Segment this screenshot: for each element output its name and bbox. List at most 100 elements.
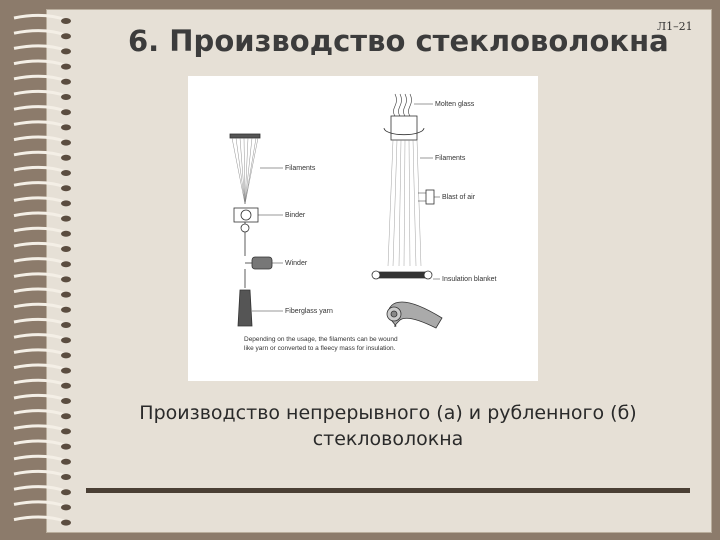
figure-caption: Производство непрерывного (а) и рубленно… xyxy=(98,400,678,452)
binding-ring xyxy=(13,348,67,356)
diagram-note-line-1: Depending on the usage, the filaments ca… xyxy=(244,336,398,343)
binding-ring xyxy=(13,165,67,174)
binding-hole xyxy=(61,124,71,131)
binding-hole xyxy=(61,519,71,526)
binding-ring xyxy=(13,485,67,493)
binding-ring xyxy=(13,317,67,326)
binding-hole xyxy=(61,261,71,268)
binding-ring xyxy=(13,135,67,144)
binding-ring xyxy=(13,393,67,402)
binding-ring xyxy=(13,196,67,204)
binding-hole xyxy=(61,170,71,176)
binding-hole xyxy=(61,109,71,116)
binding-hole xyxy=(61,322,71,328)
label-molten-glass: Molten glass xyxy=(435,101,475,108)
binding-hole xyxy=(61,382,71,389)
slide-title: 6. Производство стекловолокна xyxy=(128,24,669,58)
molten-glass-streams xyxy=(393,93,412,117)
conveyor xyxy=(372,271,432,279)
binding-ring xyxy=(13,59,67,68)
binding-hole xyxy=(61,48,71,55)
binding-hole xyxy=(61,18,71,24)
caption-line-1: Производство непрерывного (а) и рубленно… xyxy=(139,402,637,424)
binding-hole xyxy=(61,337,71,344)
binding-hole xyxy=(61,474,71,480)
binding-hole xyxy=(61,200,71,207)
binding-ring xyxy=(13,363,67,372)
binding-hole xyxy=(61,276,71,283)
filament-fan xyxy=(231,137,259,205)
binding-ring xyxy=(13,74,67,83)
binding-hole xyxy=(61,443,71,450)
binding-ring xyxy=(13,302,67,311)
caption-line-2: стекловолокна xyxy=(312,428,464,450)
bushing xyxy=(229,133,261,139)
binding-hole xyxy=(61,230,71,237)
binding-hole xyxy=(61,185,71,192)
binding-ring xyxy=(13,439,67,448)
binding-ring xyxy=(13,89,67,98)
binding-hole xyxy=(61,215,71,222)
label-binder: Binder xyxy=(285,212,306,219)
label-filaments-left: Filaments xyxy=(285,165,316,172)
binding-hole xyxy=(61,306,71,313)
bottom-rule xyxy=(86,488,690,493)
binding-hole xyxy=(61,139,71,146)
binding-ring xyxy=(13,13,67,22)
binding-ring xyxy=(13,120,67,128)
binding-hole xyxy=(61,398,71,404)
slide-number: Л1–21 xyxy=(657,20,693,33)
winder xyxy=(251,256,273,270)
spinner xyxy=(390,115,418,141)
binding-ring xyxy=(13,181,67,189)
label-blast-of-air: Blast of air xyxy=(442,194,476,201)
binding-hole xyxy=(61,504,71,511)
binding-hole xyxy=(61,78,71,85)
binding-ring xyxy=(13,272,67,280)
binding-ring xyxy=(13,150,67,159)
binding-hole xyxy=(61,352,71,359)
binding-ring xyxy=(13,287,67,296)
binding-hole xyxy=(61,367,71,374)
binding-ring xyxy=(13,226,67,235)
spiral-binding xyxy=(13,13,71,526)
label-insulation-blanket: Insulation blanket xyxy=(442,276,497,283)
binding-ring xyxy=(13,105,67,113)
binding-ring xyxy=(13,454,67,463)
air-nozzle xyxy=(425,189,435,205)
label-yarn: Fiberglass yarn xyxy=(285,308,333,315)
binding-ring xyxy=(13,424,67,432)
insulation-process xyxy=(371,93,443,329)
binding-ring xyxy=(13,241,67,250)
insulation-roll xyxy=(387,301,443,329)
binding-hole xyxy=(61,94,71,100)
binding-hole xyxy=(61,413,71,420)
binding-hole xyxy=(61,63,71,70)
label-winder: Winder xyxy=(285,260,308,267)
binding-ring xyxy=(13,333,67,341)
diagram-canvas: Filaments Binder Winder Fiberglass yarn xyxy=(229,93,497,352)
binding-hole xyxy=(61,246,71,252)
label-filaments-right: Filaments xyxy=(435,155,466,162)
glassfiber-diagram: Filaments Binder Winder Fiberglass yarn xyxy=(188,76,538,381)
diagram-note-line-2: like yarn or converted to a fleecy mass … xyxy=(244,345,396,352)
binding-ring xyxy=(13,469,67,478)
binding-hole xyxy=(61,33,71,40)
fiber-stream xyxy=(387,139,422,267)
binding-ring xyxy=(13,515,67,524)
binding-hole xyxy=(61,489,71,496)
continuous-process xyxy=(229,133,283,327)
binding-ring xyxy=(13,44,67,52)
binding-ring xyxy=(13,257,67,265)
binding-ring xyxy=(13,409,67,417)
binding-ring xyxy=(13,211,67,220)
binding-hole xyxy=(61,291,71,298)
binding-ring xyxy=(13,378,67,387)
binding-ring xyxy=(13,500,67,508)
yarn-bobbin xyxy=(237,289,253,327)
binding-hole xyxy=(61,154,71,161)
binding-ring xyxy=(13,29,67,37)
binding-hole xyxy=(61,428,71,435)
binding-hole xyxy=(61,458,71,465)
